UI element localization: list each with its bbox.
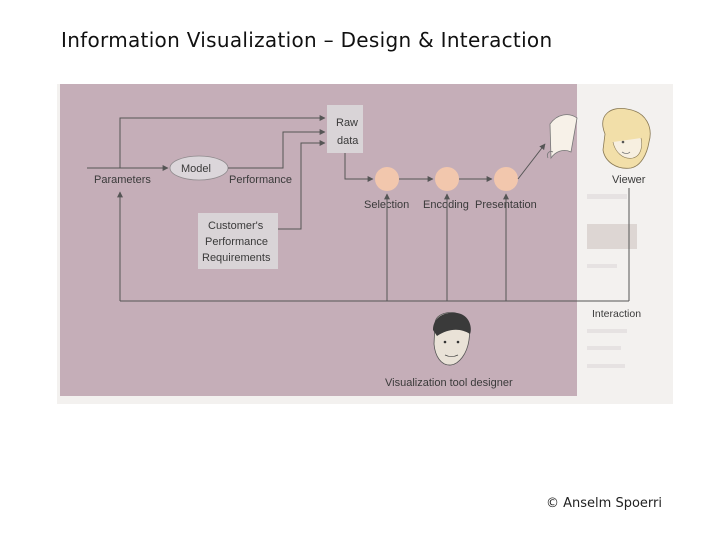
interaction-label: Interaction: [592, 308, 641, 320]
designer-face-icon: [433, 312, 471, 366]
customer-requirements-line1: Customer's: [208, 220, 264, 232]
performance-to-raw-data-arrow-1: [269, 129, 326, 169]
viewer-label: Viewer: [612, 174, 646, 186]
pipeline-figure: Raw data Customer's Performance Requirem…: [57, 84, 673, 404]
slide-title: Information Visualization – Design & Int…: [61, 28, 553, 52]
encoding-node: [435, 167, 459, 191]
visualization-pipeline-diagram: Raw data Customer's Performance Requirem…: [60, 84, 651, 396]
model-label: Model: [181, 163, 211, 175]
designer-label: Visualization tool designer: [385, 377, 513, 389]
viewer-face-icon: [602, 107, 651, 169]
parameters-label: Parameters: [94, 174, 151, 186]
requirements-to-raw-data-arrow: [278, 140, 326, 230]
selection-node: [375, 167, 399, 191]
performance-label: Performance: [229, 174, 292, 186]
encoding-label: Encoding: [423, 199, 469, 211]
presentation-node: [494, 167, 518, 191]
raw-data-to-selection-arrow: [344, 153, 374, 182]
customer-requirements-line3: Requirements: [202, 252, 271, 264]
raw-data-label-line2: data: [337, 135, 359, 147]
diagram-panel: [60, 84, 577, 396]
presentation-to-output-arrow: [517, 143, 546, 180]
output-page-icon: [546, 114, 578, 160]
raw-data-box: [327, 105, 363, 153]
raw-data-label-line1: Raw: [336, 117, 358, 129]
customer-requirements-box: [198, 213, 278, 269]
parameters-to-raw-data-arrow: [119, 115, 326, 168]
copyright-notice: © Anselm Spoerri: [546, 496, 662, 511]
customer-requirements-line2: Performance: [205, 236, 268, 248]
